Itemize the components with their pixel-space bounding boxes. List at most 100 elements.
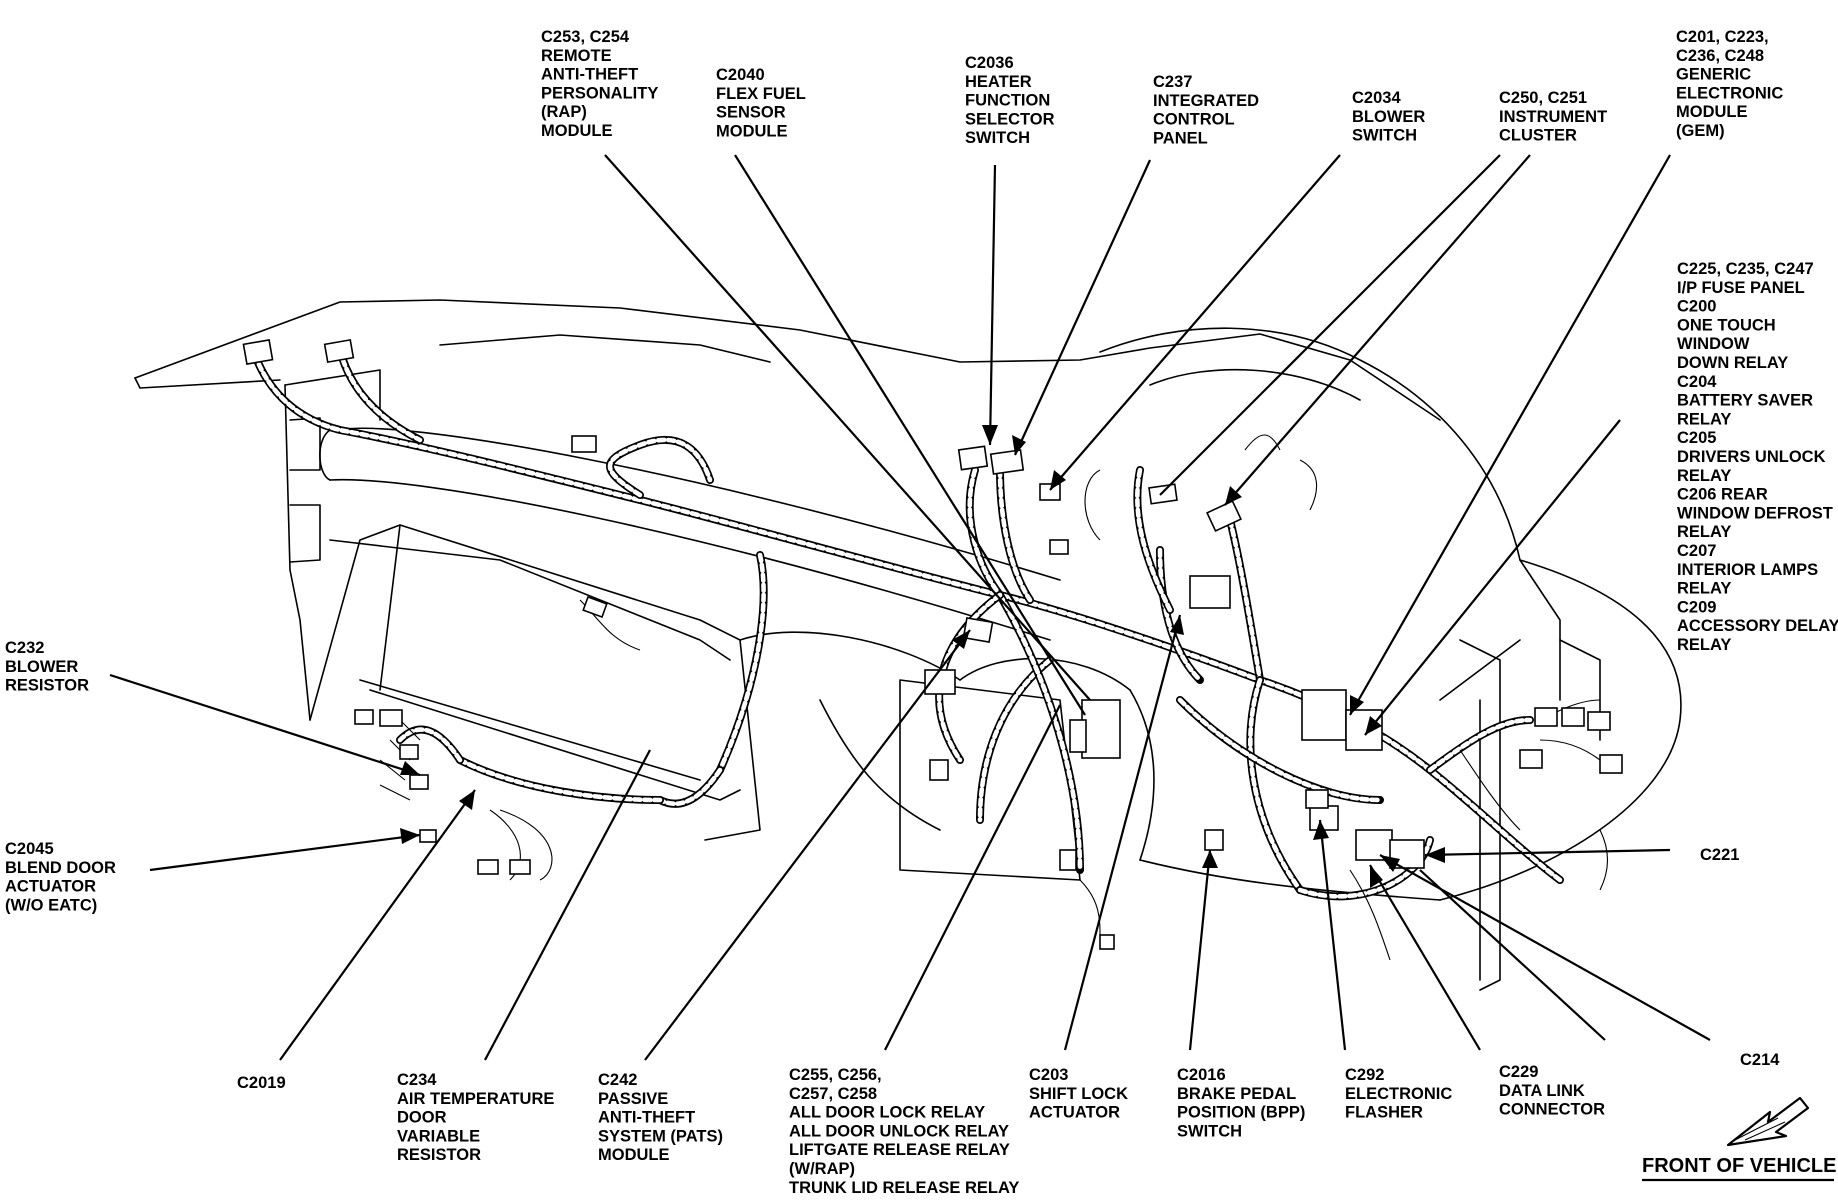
label-line: SENSOR [716, 104, 786, 122]
label-line: C200 [1677, 298, 1716, 316]
front-of-vehicle-label: FRONT OF VEHICLE [1642, 1155, 1836, 1177]
label-line: MODULE [598, 1146, 670, 1164]
leader-c2034 [1049, 154, 1341, 491]
label-line: C292 [1345, 1066, 1384, 1084]
label-line: SHIFT LOCK [1029, 1085, 1128, 1103]
label-line: ACTUATOR [1029, 1104, 1120, 1122]
label-line: REMOTE [541, 47, 612, 65]
label-line: BLOWER [1352, 108, 1425, 126]
label-line: HEATER [965, 73, 1032, 91]
leader-c2019 [279, 789, 476, 1061]
label-line: SWITCH [965, 129, 1030, 147]
label-line: (GEM) [1676, 122, 1725, 140]
label-line: FLASHER [1345, 1104, 1423, 1122]
arrowhead-c250b [1225, 486, 1242, 505]
label-line: PERSONALITY [541, 84, 658, 102]
label-line: ACTUATOR [5, 878, 96, 896]
leader-c2016 [1188, 849, 1212, 1051]
label-line: C257, C258 [789, 1085, 877, 1103]
label-line: INTERIOR LAMPS [1677, 561, 1818, 579]
leader-c225 [1364, 419, 1621, 736]
label-line: C209 [1677, 598, 1716, 616]
arrowhead-c201 [1350, 695, 1364, 715]
label-line: ALL DOOR UNLOCK RELAY [789, 1122, 1009, 1140]
arrowhead-c203 [1170, 615, 1184, 635]
label-line: BRAKE PEDAL [1177, 1085, 1296, 1103]
label-line: SELECTOR [965, 110, 1055, 128]
label-line: RESISTOR [5, 677, 89, 695]
label-line: INTEGRATED [1153, 92, 1259, 110]
label-line: ELECTRONIC [1676, 84, 1783, 102]
label-line: C2036 [965, 54, 1014, 72]
label-line: RELAY [1677, 580, 1731, 598]
label-line: DATA LINK [1499, 1082, 1585, 1100]
label-line: ANTI-THEFT [598, 1109, 695, 1127]
leader-c221b [1419, 869, 1606, 1041]
label-line: ELECTRONIC [1345, 1085, 1452, 1103]
label-line: RELAY [1677, 410, 1731, 428]
label-line: C237 [1153, 73, 1192, 91]
arrowhead-c237 [1012, 435, 1026, 455]
label-line: C232 [5, 639, 44, 657]
label-line: RELAY [1677, 636, 1731, 654]
label-line: RESISTOR [397, 1146, 481, 1164]
label-line: C214 [1740, 1051, 1780, 1069]
label-line: C204 [1677, 373, 1717, 391]
arrowhead-c2036 [982, 425, 998, 445]
leader-c2036 [988, 164, 997, 446]
leader-c2040 [734, 154, 1086, 716]
leader-arrowheads [400, 425, 1445, 888]
leader-c250a [1159, 154, 1501, 496]
label-line: C225, C235, C247 [1677, 260, 1814, 278]
arrowhead-c221 [1425, 847, 1445, 863]
label-line: DOOR [397, 1109, 447, 1127]
arrowhead-c225 [1365, 716, 1382, 735]
label-line: C2034 [1352, 89, 1401, 107]
pigtail-wires [379, 434, 1608, 961]
label-line: WINDOW DEFROST [1677, 504, 1833, 522]
label-line: C242 [598, 1071, 637, 1089]
label-line: C234 [397, 1071, 437, 1089]
label-line: SYSTEM (PATS) [598, 1127, 723, 1145]
leader-c201 [1349, 154, 1671, 716]
label-line: C207 [1677, 542, 1716, 560]
label-line: LIFTGATE RELEASE RELAY [789, 1141, 1010, 1159]
label-line: BATTERY SAVER [1677, 392, 1813, 410]
label-line: AIR TEMPERATURE [397, 1090, 554, 1108]
label-line: CLUSTER [1499, 127, 1577, 145]
leader-c292 [1318, 819, 1347, 1051]
label-line: FLEX FUEL [716, 85, 806, 103]
label-line: SWITCH [1177, 1122, 1242, 1140]
front-of-vehicle-indicator: FRONT OF VEHICLE [1642, 1096, 1836, 1182]
label-line: PANEL [1153, 129, 1208, 147]
arrowhead-c242 [952, 630, 970, 649]
label-line: MODULE [1676, 103, 1748, 121]
leader-lines [109, 154, 1711, 1061]
arrowhead-c2045 [400, 828, 420, 844]
label-c221: C221 [1700, 846, 1739, 864]
label-line: C250, C251 [1499, 89, 1587, 107]
leader-c237 [1013, 159, 1152, 456]
label-line: TRUNK LID RELEASE RELAY [789, 1179, 1019, 1197]
label-line: MODULE [716, 122, 788, 140]
leader-c253 [604, 154, 1091, 701]
label-line: FUNCTION [965, 92, 1050, 110]
arrowhead-c2019 [459, 790, 475, 810]
label-line: C2019 [237, 1074, 286, 1092]
label-line: I/P FUSE PANEL [1677, 279, 1805, 297]
label-line: ALL DOOR LOCK RELAY [789, 1104, 985, 1122]
label-line: C205 [1677, 429, 1716, 447]
